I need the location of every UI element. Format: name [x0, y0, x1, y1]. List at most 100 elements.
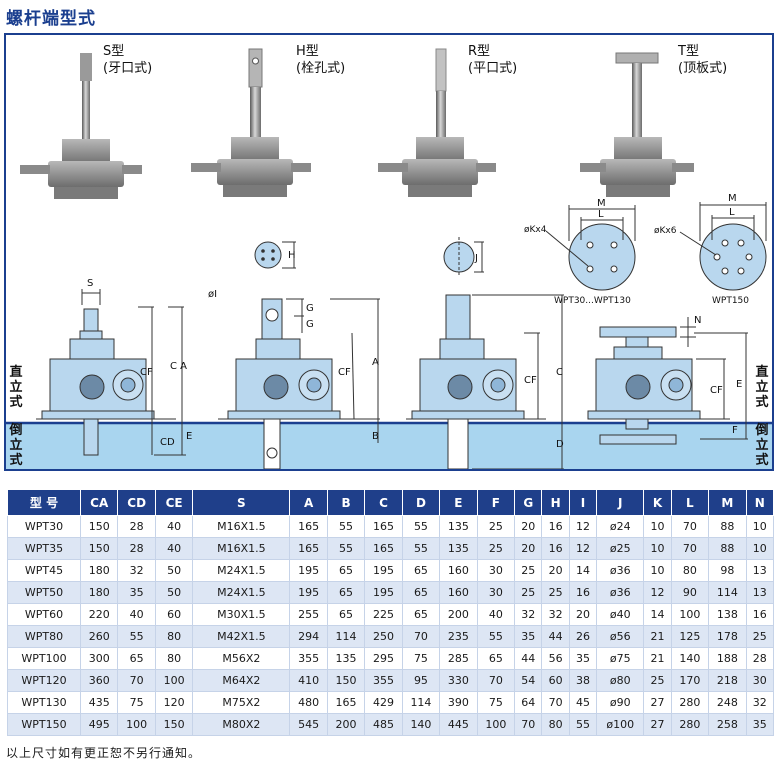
- table-cell: 218: [708, 669, 747, 692]
- table-cell: 25: [514, 559, 543, 582]
- table-cell: 10: [643, 537, 672, 560]
- dim-e-label: E: [736, 379, 742, 390]
- table-cell: WPT30: [7, 515, 81, 538]
- type-h-desc: (栓孔式): [296, 61, 346, 76]
- table-cell: ø40: [596, 603, 645, 626]
- column-header: N: [745, 489, 775, 516]
- table-cell: 12: [568, 537, 598, 560]
- table-cell: 16: [541, 515, 570, 538]
- table-cell: 180: [79, 559, 119, 582]
- flange-label-30-130: WPT30...WPT130: [554, 296, 631, 306]
- table-cell: 300: [79, 647, 119, 670]
- jack-drawing-s: S CF C A CD E: [41, 278, 192, 456]
- table-cell: 355: [364, 669, 403, 692]
- table-cell: 55: [401, 537, 441, 560]
- table-cell: 80: [154, 625, 194, 648]
- table-cell: 70: [541, 691, 570, 714]
- page-title: 螺杆端型式: [6, 9, 96, 29]
- column-header: L: [670, 489, 710, 516]
- table-cell: 248: [708, 691, 747, 714]
- table-cell: 114: [326, 625, 366, 648]
- table-cell: 98: [708, 559, 747, 582]
- table-cell: 16: [541, 537, 570, 560]
- upright-label-left: 直立式: [9, 365, 23, 410]
- table-cell: 26: [568, 625, 598, 648]
- dim-g-label: G: [306, 303, 314, 314]
- column-header: B: [326, 489, 366, 516]
- table-cell: M16X1.5: [192, 515, 291, 538]
- table-cell: 88: [708, 537, 747, 560]
- table-cell: M80X2: [192, 713, 291, 736]
- column-header: 型 号: [7, 489, 81, 516]
- table-cell: 280: [670, 713, 710, 736]
- dim-ce-label: E: [186, 431, 192, 442]
- table-cell: 255: [289, 603, 328, 626]
- table-cell: 54: [514, 669, 543, 692]
- table-cell: 70: [476, 669, 516, 692]
- table-cell: 32: [541, 603, 570, 626]
- table-cell: 25: [476, 537, 516, 560]
- table-cell: 13: [745, 559, 775, 582]
- table-cell: 44: [514, 647, 543, 670]
- dim-l-label: L: [598, 209, 604, 220]
- table-cell: 435: [79, 691, 119, 714]
- dim-k6-label: øKx6: [654, 226, 677, 236]
- table-cell: 80: [541, 713, 570, 736]
- table-cell: 27: [643, 691, 672, 714]
- table-cell: 150: [79, 537, 119, 560]
- table-cell: 150: [326, 669, 366, 692]
- table-cell: 80: [154, 647, 194, 670]
- flange-6hole: M L øKx6 WPT150: [654, 193, 767, 306]
- type-h-label: H型 (栓孔式): [296, 43, 345, 77]
- table-cell: 195: [289, 581, 328, 604]
- table-cell: 100: [117, 713, 156, 736]
- table-cell: 30: [745, 669, 775, 692]
- table-cell: 429: [364, 691, 403, 714]
- table-cell: 28: [117, 515, 156, 538]
- table-cell: 165: [364, 537, 403, 560]
- table-cell: 165: [289, 537, 328, 560]
- dim-ca-label: C A: [170, 361, 187, 372]
- table-cell: M56X2: [192, 647, 291, 670]
- table-cell: 32: [117, 559, 156, 582]
- type-s-desc: (牙口式): [103, 61, 153, 76]
- table-cell: 75: [117, 691, 156, 714]
- table-cell: 10: [643, 515, 672, 538]
- table-cell: 55: [401, 515, 441, 538]
- table-cell: 260: [79, 625, 119, 648]
- table-cell: ø25: [596, 537, 645, 560]
- table-cell: WPT130: [7, 691, 81, 714]
- jack-photo-t: [580, 52, 694, 197]
- dim-b-label: B: [372, 431, 379, 442]
- table-cell: 60: [154, 603, 194, 626]
- table-cell: 50: [154, 581, 194, 604]
- r-top-view: J: [443, 237, 484, 277]
- table-cell: 258: [708, 713, 747, 736]
- dim-m-label: M: [597, 198, 606, 209]
- table-cell: 25: [514, 581, 543, 604]
- table-cell: 32: [514, 603, 543, 626]
- table-cell: 55: [476, 625, 516, 648]
- table-cell: 40: [117, 603, 156, 626]
- dim-a-label: A: [372, 357, 379, 368]
- table-cell: 150: [79, 515, 119, 538]
- column-header: CD: [117, 489, 156, 516]
- table-cell: 10: [745, 515, 775, 538]
- table-cell: 35: [568, 647, 598, 670]
- table-cell: 125: [670, 625, 710, 648]
- table-cell: M64X2: [192, 669, 291, 692]
- table-cell: 65: [401, 603, 441, 626]
- column-header: A: [289, 489, 328, 516]
- jack-photo-r: [378, 48, 496, 197]
- table-cell: 38: [568, 669, 598, 692]
- table-cell: 80: [670, 559, 710, 582]
- table-cell: 70: [401, 625, 441, 648]
- type-t-desc: (顶板式): [678, 61, 728, 76]
- table-cell: ø56: [596, 625, 645, 648]
- table-cell: 445: [439, 713, 478, 736]
